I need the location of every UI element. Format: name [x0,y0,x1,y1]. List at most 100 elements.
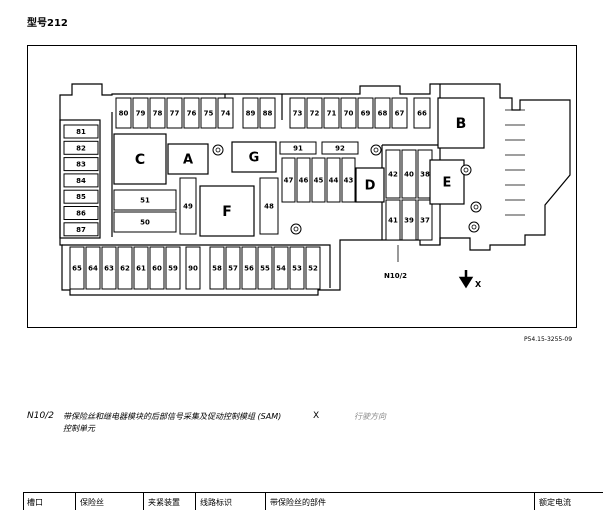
fuse-label: 45 [314,176,324,184]
fuse-label: 77 [170,109,180,117]
fuse-label: 70 [344,109,354,117]
figure-reference: P54.15-3255-09 [524,336,573,343]
fuse-label: 83 [76,161,86,169]
mounting-screw [470,201,482,213]
fuse-label: 87 [76,226,86,234]
fuse-label: 55 [260,264,270,272]
fuse-cell-frame [259,97,276,129]
mounting-screw-center [463,167,469,173]
component-block-frame [199,185,255,237]
component-block-label: C [135,152,145,168]
fuse-cell-frame [311,157,326,203]
fuse-cell-frame [179,177,197,235]
page-title: 型号212 [27,18,68,29]
legend-description-line1: 带保险丝和继电器模块的后部信号采集及促动控制模组 (SAM) [63,412,282,421]
fuse-label: 66 [417,109,427,117]
fuse-label: 41 [388,216,398,224]
fuse-label: 48 [264,202,274,210]
fuse-cell-frame [281,157,296,203]
fuse-label: 68 [378,109,388,117]
fuse-cell-frame [413,97,431,129]
fuse-cell-frame [401,199,417,241]
fuse-cell-frame [385,149,401,199]
mounting-screw [290,223,302,235]
fuse-cell-frame [209,246,225,290]
fuse-label: 60 [152,264,162,272]
fuse-label: 78 [153,109,163,117]
component-block-frame [167,143,209,175]
component-block-frame [429,159,465,205]
col-clamp: 夹紧装置 [148,498,180,507]
fuse-label: 73 [293,109,303,117]
fuse-label: 65 [72,264,82,272]
fuse-label: 72 [310,109,320,117]
fuse-label: 92 [335,144,345,152]
fuse-label: 82 [76,144,86,152]
fuse-label: 40 [404,170,414,178]
fuse-label: 90 [188,264,198,272]
component-block-label: B [456,116,467,132]
mounting-screw-center [215,147,221,153]
mounting-screw [460,164,472,176]
fuse-cell-frame [132,97,149,129]
fuse-box-diagram-frame [27,45,577,328]
col-circuit: 线路标识 [200,498,232,507]
fuse-cell-frame [63,173,99,188]
fuse-cell-frame [101,246,117,290]
fuse-cell-frame [417,199,433,241]
component-block-label: G [249,151,260,166]
fuse-label: 58 [212,264,222,272]
fuse-label: 53 [292,264,302,272]
fuse-label: 57 [228,264,238,272]
col-component: 带保险丝的部件 [270,498,326,507]
fuse-cell-frame [306,97,323,129]
fuse-cell-frame [165,246,181,290]
fuse-label: 81 [76,128,86,136]
fuse-cell-frame [149,246,165,290]
fuse-label: 51 [140,196,150,204]
direction-arrow [458,270,474,289]
fuse-cell-frame [63,124,99,139]
fuse-label: 84 [76,177,86,185]
fuse-table-header: 槽口 保险丝 夹紧装置 线路标识 带保险丝的部件 额定电流 [23,492,603,510]
component-block-label: F [222,204,232,220]
fuse-label: 47 [284,176,294,184]
fuse-label: 79 [136,109,146,117]
mounting-screw [212,144,224,156]
fuse-cell-frame [296,157,311,203]
fuse-label: 46 [299,176,309,184]
fuse-cell-frame [115,97,132,129]
component-block-frame [437,97,485,149]
fuse-cell-frame [63,157,99,172]
fuse-cell-frame [385,199,401,241]
fuse-label: 75 [204,109,214,117]
fuse-cell-frame [289,97,306,129]
fuse-cell-frame [305,246,321,290]
fuse-cell-frame [63,140,99,155]
fuse-cell-frame [200,97,217,129]
col-slot: 槽口 [27,498,43,507]
fuse-cell-frame [63,222,99,237]
fuse-label: 39 [404,216,414,224]
mounting-screw-center [473,204,479,210]
col-fuse: 保险丝 [80,498,104,507]
component-block-frame [355,167,385,203]
fuse-cell-frame [185,246,201,290]
fuse-label: 63 [104,264,114,272]
fuse-label: 86 [76,209,86,217]
fuse-cell-frame [133,246,149,290]
fuse-label: 91 [293,144,303,152]
left-column-frame [59,119,101,239]
fuse-cell-frame [242,97,259,129]
mounting-screw-center [373,147,379,153]
fuse-label: 89 [246,109,256,117]
mounting-screw [468,221,480,233]
connector-pins [505,109,525,216]
fuse-cell-frame [85,246,101,290]
fuse-label: 37 [420,216,430,224]
fuse-cell-frame [63,206,99,220]
fuse-label: 56 [244,264,254,272]
